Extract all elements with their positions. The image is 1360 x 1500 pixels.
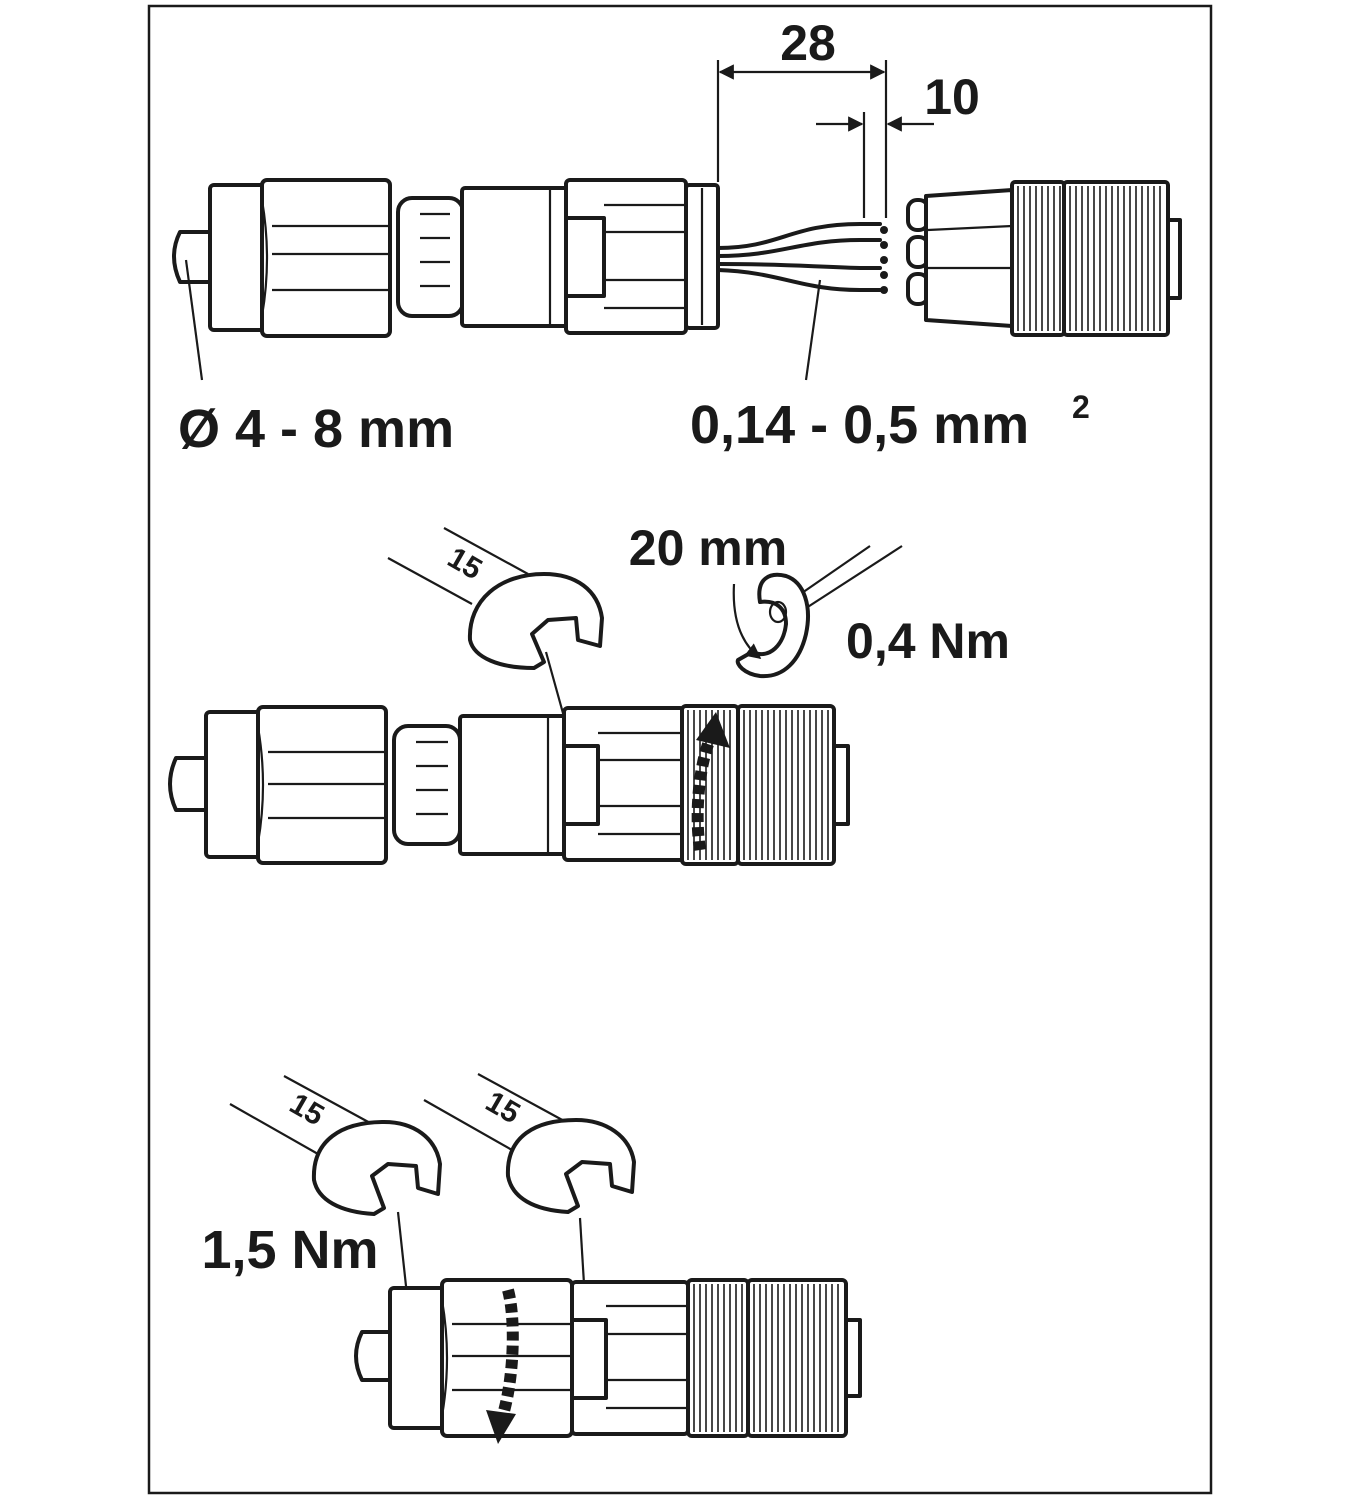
final-torque-label: 1,5 Nm bbox=[201, 1220, 378, 1280]
connector-housing bbox=[460, 178, 720, 335]
strip-length-conductor-label: 10 bbox=[924, 69, 980, 125]
assembled-connector-step3 bbox=[354, 1278, 862, 1444]
tighten-arrow bbox=[691, 731, 718, 851]
conductor-cross-section-label: 0,14 - 0,5 mm bbox=[690, 395, 1029, 455]
step2-assembly: 15 20 mm 0,4 Nm bbox=[168, 520, 1010, 866]
cable-diameter-label: Ø 4 - 8 mm bbox=[178, 399, 454, 459]
conductor-cross-section-superscript: 2 bbox=[1072, 389, 1090, 425]
clamping-basket bbox=[396, 196, 465, 318]
cable-gland-nut bbox=[208, 178, 392, 338]
dimension-lines bbox=[716, 60, 934, 218]
insert-and-coupling-nut bbox=[906, 180, 1182, 337]
diagram-frame bbox=[147, 4, 1213, 1495]
cable-stub bbox=[172, 230, 210, 284]
screw-length-label: 20 mm bbox=[629, 520, 787, 576]
step3-final-tightening: 15 15 1,5 Nm bbox=[201, 1073, 862, 1444]
screw-torque-label: 0,4 Nm bbox=[846, 613, 1010, 669]
tighten-arrow-down bbox=[496, 1288, 519, 1420]
stripped-conductors bbox=[716, 222, 888, 294]
assembled-connector-step2 bbox=[168, 704, 850, 866]
wrench-size-left-label: 15 bbox=[284, 1087, 329, 1132]
screwdriver bbox=[732, 545, 903, 679]
wrench-size-right-label: 15 bbox=[480, 1085, 525, 1130]
cable-diameter-leader bbox=[184, 259, 204, 381]
strip-length-jacket-label: 28 bbox=[780, 15, 836, 71]
step1-cable-stripping: 28 10 Ø 4 - 8 mm 0,14 - 0,5 mm 2 bbox=[172, 15, 1182, 459]
conductor-leader bbox=[804, 279, 822, 381]
